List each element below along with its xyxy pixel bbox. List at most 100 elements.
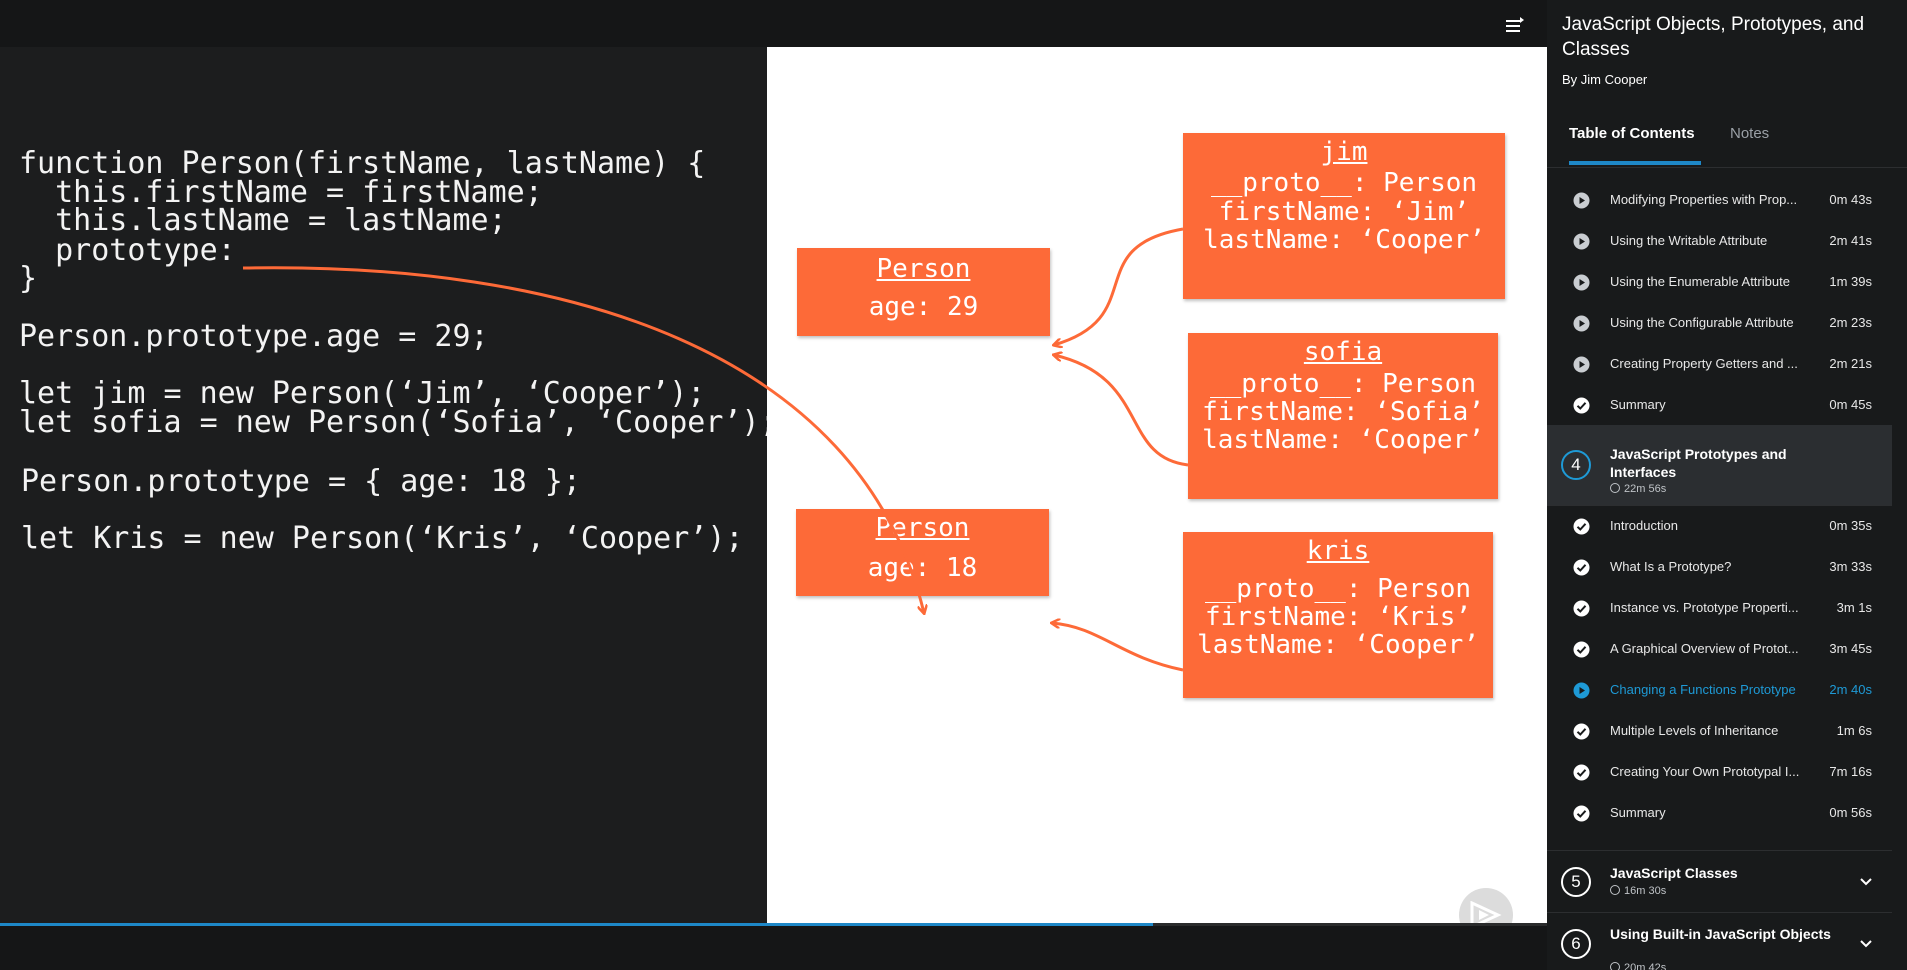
clip-title: Using the Configurable Attribute: [1610, 315, 1794, 330]
code-line: let sofia = new Person(‘Sofia’, ‘Cooper’…: [19, 405, 778, 440]
clip-duration: 2m 41s: [1829, 233, 1872, 248]
course-title: JavaScript Objects, Prototypes, and Clas…: [1562, 14, 1865, 60]
clip-title: Modifying Properties with Prop...: [1610, 192, 1798, 207]
active-tab-indicator: [1569, 161, 1701, 165]
video-player[interactable]: function Person(firstName, lastName) { t…: [0, 0, 1547, 970]
check-icon: [1573, 641, 1590, 658]
toc-clip-row[interactable]: A Graphical Overview of Protot...3m 45s: [1547, 629, 1892, 670]
toc-clip-row[interactable]: Creating Property Getters and ... 2m 21s: [1547, 344, 1892, 385]
box-line: lastName: ‘Cooper’: [1203, 225, 1485, 255]
module-number: 5: [1561, 867, 1591, 897]
chevron-down-icon[interactable]: [1860, 878, 1872, 886]
clock-icon: [1610, 962, 1620, 970]
box-title: Person: [876, 254, 971, 284]
person-prototype-box-18: Person age: 18: [796, 509, 1049, 596]
module-title: JavaScript Prototypes and Interfaces: [1610, 446, 1787, 480]
play-icon: [1573, 356, 1590, 373]
check-icon: [1573, 397, 1590, 414]
play-icon: [1573, 315, 1590, 332]
clip-title: Instance vs. Prototype Properti...: [1610, 600, 1799, 615]
box-line: age: 29: [868, 292, 979, 322]
module-title: JavaScript Classes: [1610, 865, 1738, 881]
toc-clip-row[interactable]: What Is a Prototype? 3m 33s: [1547, 547, 1892, 588]
video-progress-fill: [0, 923, 1153, 926]
tab-notes[interactable]: Notes: [1730, 125, 1770, 142]
player-top-bar: [0, 0, 1547, 47]
toc-clip-row[interactable]: Using the Enumerable Attribute 1m 39s: [1547, 262, 1892, 303]
clock-icon: [1610, 483, 1620, 493]
clip-title: Multiple Levels of Inheritance: [1610, 723, 1779, 738]
clip-duration: 0m 56s: [1829, 805, 1872, 820]
clip-duration: 1m 6s: [1836, 723, 1872, 738]
play-icon: [1573, 233, 1590, 250]
clip-title: Creating Your Own Prototypal I...: [1610, 764, 1800, 779]
clip-duration: 3m 33s: [1829, 559, 1872, 574]
module-duration-text: 22m 56s: [1624, 483, 1667, 495]
video-progress-bar[interactable]: [0, 923, 1547, 926]
course-author: By Jim Cooper: [1562, 72, 1648, 87]
box-line: firstName: ‘Kris’: [1204, 602, 1472, 632]
code-line: this.lastName = lastName;: [19, 203, 507, 238]
box-title: jim: [1320, 137, 1368, 167]
kris-object-box: kris __proto__: Person firstName: ‘Kris’…: [1183, 532, 1493, 698]
box-line: age: 18: [867, 553, 978, 583]
clip-duration: 1m 39s: [1829, 274, 1872, 289]
clip-title: Introduction: [1610, 518, 1678, 533]
code-line: prototype:: [19, 233, 236, 268]
code-line: Person.prototype.age = 29;: [19, 319, 489, 354]
tab-table-of-contents[interactable]: Table of Contents: [1569, 125, 1695, 142]
clip-duration: 0m 45s: [1829, 397, 1872, 412]
clip-duration: 3m 45s: [1829, 641, 1872, 656]
box-title: Person: [875, 513, 970, 543]
play-icon: [1573, 192, 1590, 209]
check-icon: [1573, 559, 1590, 576]
check-icon: [1573, 764, 1590, 781]
video-slide: function Person(firstName, lastName) { t…: [0, 47, 1547, 942]
person-prototype-box-29: Person age: 29: [797, 248, 1050, 336]
toc-clip-row[interactable]: Summary 0m 45s: [1547, 385, 1892, 426]
clip-title: What Is a Prototype?: [1610, 559, 1732, 574]
toc-clip-row[interactable]: Instance vs. Prototype Properti... 3m 1s: [1547, 588, 1892, 629]
box-line: firstName: ‘Jim’: [1218, 197, 1470, 227]
box-line: lastName: ‘Cooper’: [1197, 630, 1479, 660]
clip-duration: 2m 21s: [1829, 356, 1872, 371]
code-line: }: [19, 261, 38, 296]
clip-duration: 0m 43s: [1829, 192, 1872, 207]
code-line: this.firstName = firstName;: [19, 175, 543, 210]
sidebar-tabs: Table of Contents Notes: [1547, 116, 1907, 168]
current-play-icon: [1573, 682, 1590, 699]
module-4[interactable]: 4 JavaScript Prototypes and Interfaces 2…: [1547, 425, 1892, 506]
toc-clip-row[interactable]: Multiple Levels of Inheritance 1m 6s: [1547, 711, 1892, 752]
clip-title: Using the Enumerable Attribute: [1610, 274, 1790, 289]
box-title: sofia: [1303, 337, 1383, 367]
box-title: kris: [1306, 536, 1370, 566]
check-icon: [1573, 805, 1590, 822]
clip-title: Summary: [1610, 397, 1666, 412]
box-line: __proto__: Person: [1204, 574, 1472, 604]
playlist-menu-icon[interactable]: [1498, 14, 1528, 38]
box-line: lastName: ‘Cooper’: [1202, 425, 1484, 455]
toc-clip-row[interactable]: Modifying Properties with Prop... 0m 43s: [1547, 180, 1892, 221]
toc-clip-row[interactable]: Changing a Functions Prototype 2m 40s: [1547, 670, 1892, 711]
toc-clip-row[interactable]: Creating Your Own Prototypal I...7m 16s: [1547, 752, 1892, 793]
chevron-down-icon[interactable]: [1860, 940, 1872, 948]
module-duration: 20m 42s: [1610, 962, 1666, 970]
module-duration: 22m 56s: [1610, 483, 1666, 495]
clip-title: Creating Property Getters and ...: [1610, 356, 1798, 371]
clip-title: Changing a Functions Prototype: [1610, 682, 1796, 697]
check-icon: [1573, 723, 1590, 740]
clip-duration: 3m 1s: [1836, 600, 1872, 615]
module-5[interactable]: 5 JavaScript Classes 16m 30s: [1547, 850, 1892, 913]
module-6[interactable]: 6 Using Built-in JavaScript Objects 20m …: [1547, 913, 1892, 970]
jim-object-box: jim __proto__: Person firstName: ‘Jim’ l…: [1183, 133, 1505, 299]
clip-duration: 2m 40s: [1829, 682, 1872, 697]
code-line: let Kris = new Person(‘Kris’, ‘Cooper’);: [21, 521, 744, 556]
module-duration-text: 20m 42s: [1624, 962, 1667, 970]
box-line: __proto__: Person: [1210, 168, 1478, 198]
